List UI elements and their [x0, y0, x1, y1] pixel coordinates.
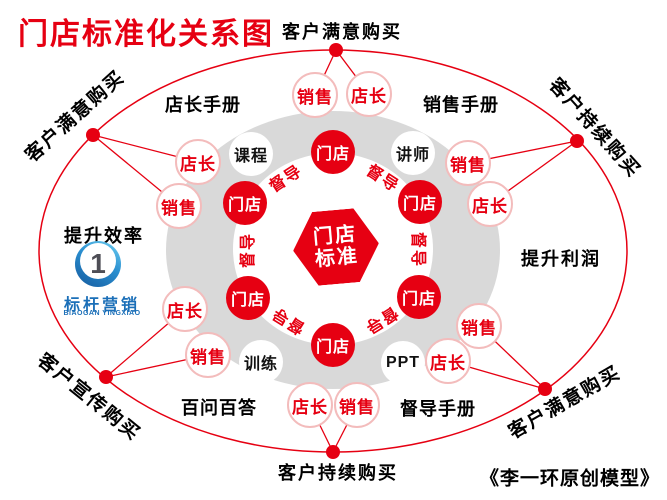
dot-upper-left: [86, 128, 100, 142]
dot-upper-right: [570, 134, 584, 148]
role-node-upper-right-manager: 店长: [467, 181, 513, 227]
resource-node-ppt: PPT: [381, 341, 425, 385]
store-node-lower-right: 门店: [397, 275, 441, 319]
dot-bottom: [326, 445, 340, 459]
ellipse-dots: [86, 43, 584, 459]
role-node-top-manager: 店长: [346, 71, 392, 117]
store-node-lower-left: 门店: [226, 276, 270, 320]
dot-lower-right: [538, 382, 552, 396]
role-node-upper-left-manager: 店长: [175, 139, 221, 185]
page-title: 门店标准化关系图: [18, 18, 274, 51]
dot-top: [329, 43, 343, 57]
role-node-lower-right-manager: 店长: [425, 338, 471, 384]
store-node-bottom: 门店: [311, 323, 355, 367]
model-credit: 《李一环原创模型》: [479, 468, 661, 490]
dot-lower-left: [99, 370, 113, 384]
ring-label-sales-handbook: 销售手册: [423, 95, 499, 115]
ring-label-supervisor-handbook: 督导手册: [400, 399, 476, 419]
store-node-upper-right: 门店: [398, 180, 442, 224]
brand-logo-icon: 1: [75, 241, 121, 287]
outer-label-left: 提升效率: [64, 226, 144, 246]
brand-subtitle: BIAOGAN YINGXIAO: [63, 310, 141, 317]
outer-label-bottom: 客户持续购买: [278, 463, 398, 483]
role-node-lower-left-manager: 店长: [162, 286, 208, 332]
logo-numeral: 1: [90, 248, 106, 279]
role-node-upper-right-sales: 销售: [445, 140, 491, 186]
supervisor-label-left: 督导: [240, 231, 257, 269]
store-node-upper-left: 门店: [223, 181, 267, 225]
hexagon-line2: 标准: [314, 245, 360, 271]
role-node-lower-right-sales: 销售: [456, 303, 502, 349]
resource-node-training: 训练: [239, 340, 283, 384]
ring-label-manager-handbook: 店长手册: [165, 95, 241, 115]
ring-label-qa: 百问百答: [181, 398, 257, 418]
resource-node-course: 课程: [229, 132, 273, 176]
supervisor-label-right: 督导: [409, 231, 426, 269]
role-node-bottom-manager: 店长: [287, 382, 333, 428]
outer-label-right: 提升利润: [521, 249, 601, 269]
role-node-lower-left-sales: 销售: [185, 332, 231, 378]
role-node-upper-left-sales: 销售: [156, 183, 202, 229]
store-node-top: 门店: [311, 130, 355, 174]
resource-node-lecturer: 讲师: [391, 131, 435, 175]
logo-inner-disc: [80, 243, 116, 279]
role-node-bottom-sales: 销售: [334, 382, 380, 428]
brand-name: 标杆营销: [63, 297, 140, 314]
outer-label-top: 客户满意购买: [282, 22, 402, 42]
role-node-top-sales: 销售: [292, 72, 338, 118]
